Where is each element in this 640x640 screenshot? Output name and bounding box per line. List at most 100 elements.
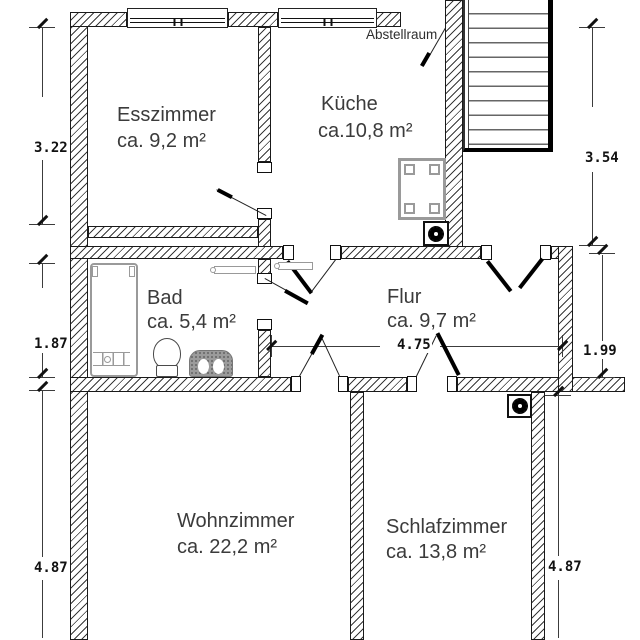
door-frame-entrance-left [481, 245, 492, 260]
table-leg [404, 164, 415, 175]
room-area-schlafzimmer: ca. 13,8 m² [386, 541, 487, 563]
wall-flur-bottom-right [457, 377, 625, 392]
wall-exterior-top-c [375, 12, 401, 27]
dim-line [440, 346, 562, 347]
window-esszimmer-icon [127, 8, 228, 28]
dim-line [592, 172, 593, 245]
dim-line [42, 390, 43, 557]
dim-right-middle: 1.99 [582, 343, 618, 359]
room-name-kueche: Küche [321, 93, 378, 115]
dim-line [42, 263, 43, 288]
dim-tick [579, 245, 605, 246]
wall-flur-top-mid [341, 246, 481, 259]
dim-flur-width: 4.75 [396, 337, 432, 353]
door-leaf-bad [284, 289, 309, 306]
dim-tick [271, 335, 272, 357]
toilet-tank-icon [156, 365, 178, 377]
door-leaf-entrance-left [485, 260, 513, 293]
door-frame-schlafzimmer-right [447, 376, 457, 392]
dim-tick [579, 27, 605, 28]
room-area-bad: ca. 5,4 m² [147, 311, 236, 333]
boiler-gear-icon-schlafzimmer [507, 394, 532, 418]
dim-line [42, 353, 43, 377]
room-area-wohnzimmer: ca. 22,2 m² [177, 536, 278, 558]
door-frame-esszimmer-top [257, 162, 272, 173]
door-leaf-wohnzimmer [310, 333, 325, 355]
dim-left-middle: 1.87 [33, 336, 69, 352]
room-name-wohnzimmer: Wohnzimmer [177, 510, 295, 532]
door-leaf-schlafzimmer [435, 332, 461, 376]
wall-exterior-top-a [70, 12, 127, 27]
kitchen-table-icon [398, 158, 446, 220]
wall-exterior-left [70, 12, 88, 640]
room-area-flur: ca. 9,7 m² [387, 310, 476, 332]
sink-bowl [213, 359, 224, 374]
bathtub-faucet-icon [93, 352, 130, 366]
dim-right-bottom: 4.87 [547, 559, 583, 575]
wall-exterior-top-b [228, 12, 278, 27]
window-kueche-icon [278, 8, 377, 28]
door-frame-wohnzimmer-right [338, 376, 348, 392]
dim-left-top: 3.22 [33, 140, 69, 156]
dim-line [271, 346, 380, 347]
radiator-icon-flur [278, 262, 313, 270]
door-swing-wohnzimmer-b [320, 336, 340, 376]
sink-bowl [198, 359, 209, 374]
wall-esszimmer-bad-band [88, 226, 258, 238]
wall-wohnzimmer-schlafzimmer [350, 392, 364, 640]
bathtub-fitting [92, 266, 98, 277]
dim-tick [545, 395, 571, 396]
wall-stairwell [445, 0, 463, 259]
dim-tick [29, 27, 55, 28]
window-mullion [323, 19, 332, 26]
dim-line [592, 27, 593, 107]
window-glazing [130, 18, 225, 23]
dim-line [558, 393, 559, 556]
door-swing-kueche [311, 259, 336, 292]
door-swing-abstellraum-icon [420, 52, 431, 67]
gear-icon [511, 398, 528, 414]
wall-bad-flur-lower [258, 330, 271, 377]
dim-line [42, 160, 43, 224]
dim-tick [562, 335, 563, 357]
room-name-esszimmer: Esszimmer [117, 104, 216, 126]
dim-tick [29, 377, 55, 378]
dim-tick [589, 253, 615, 254]
dim-line [602, 358, 603, 377]
wall-flur-bottom-mid [348, 377, 407, 392]
door-frame-schlafzimmer-left [407, 376, 417, 392]
window-mullion [173, 19, 182, 26]
room-name-schlafzimmer: Schlafzimmer [386, 516, 508, 538]
door-frame-bad-bottom [257, 319, 272, 330]
window-glazing [281, 18, 374, 23]
room-area-kueche: ca.10,8 m² [318, 120, 413, 142]
table-leg [429, 164, 440, 175]
dim-line [602, 255, 603, 341]
dim-tick [589, 377, 615, 378]
door-frame-wohnzimmer-left [291, 376, 301, 392]
dim-tick [29, 224, 55, 225]
radiator-valve [274, 263, 280, 269]
gear-icon [428, 225, 444, 242]
door-frame-entrance-right [540, 245, 551, 260]
dim-line [558, 580, 559, 638]
wall-esszimmer-kueche-upper [258, 27, 271, 162]
wall-flur-right [558, 246, 573, 392]
staircase-icon [463, 0, 553, 152]
room-area-esszimmer: ca. 9,2 m² [117, 130, 206, 152]
door-frame-esszimmer-bottom [257, 208, 272, 219]
table-leg [404, 203, 415, 214]
door-frame-bad-top [257, 273, 272, 284]
radiator-valve [210, 267, 216, 273]
bathtub-drain-icon [104, 356, 111, 363]
wall-schlafzimmer-right [531, 392, 545, 640]
toilet-bowl-icon [153, 338, 181, 369]
door-frame-kueche-right [330, 245, 341, 260]
radiator-icon-bad [214, 266, 256, 274]
dim-right-top: 3.54 [584, 150, 620, 166]
dim-tick [29, 263, 55, 264]
sink-icon [189, 350, 233, 377]
door-leaf-entrance-right [518, 257, 544, 290]
wall-bad-flur-upper [258, 259, 271, 274]
